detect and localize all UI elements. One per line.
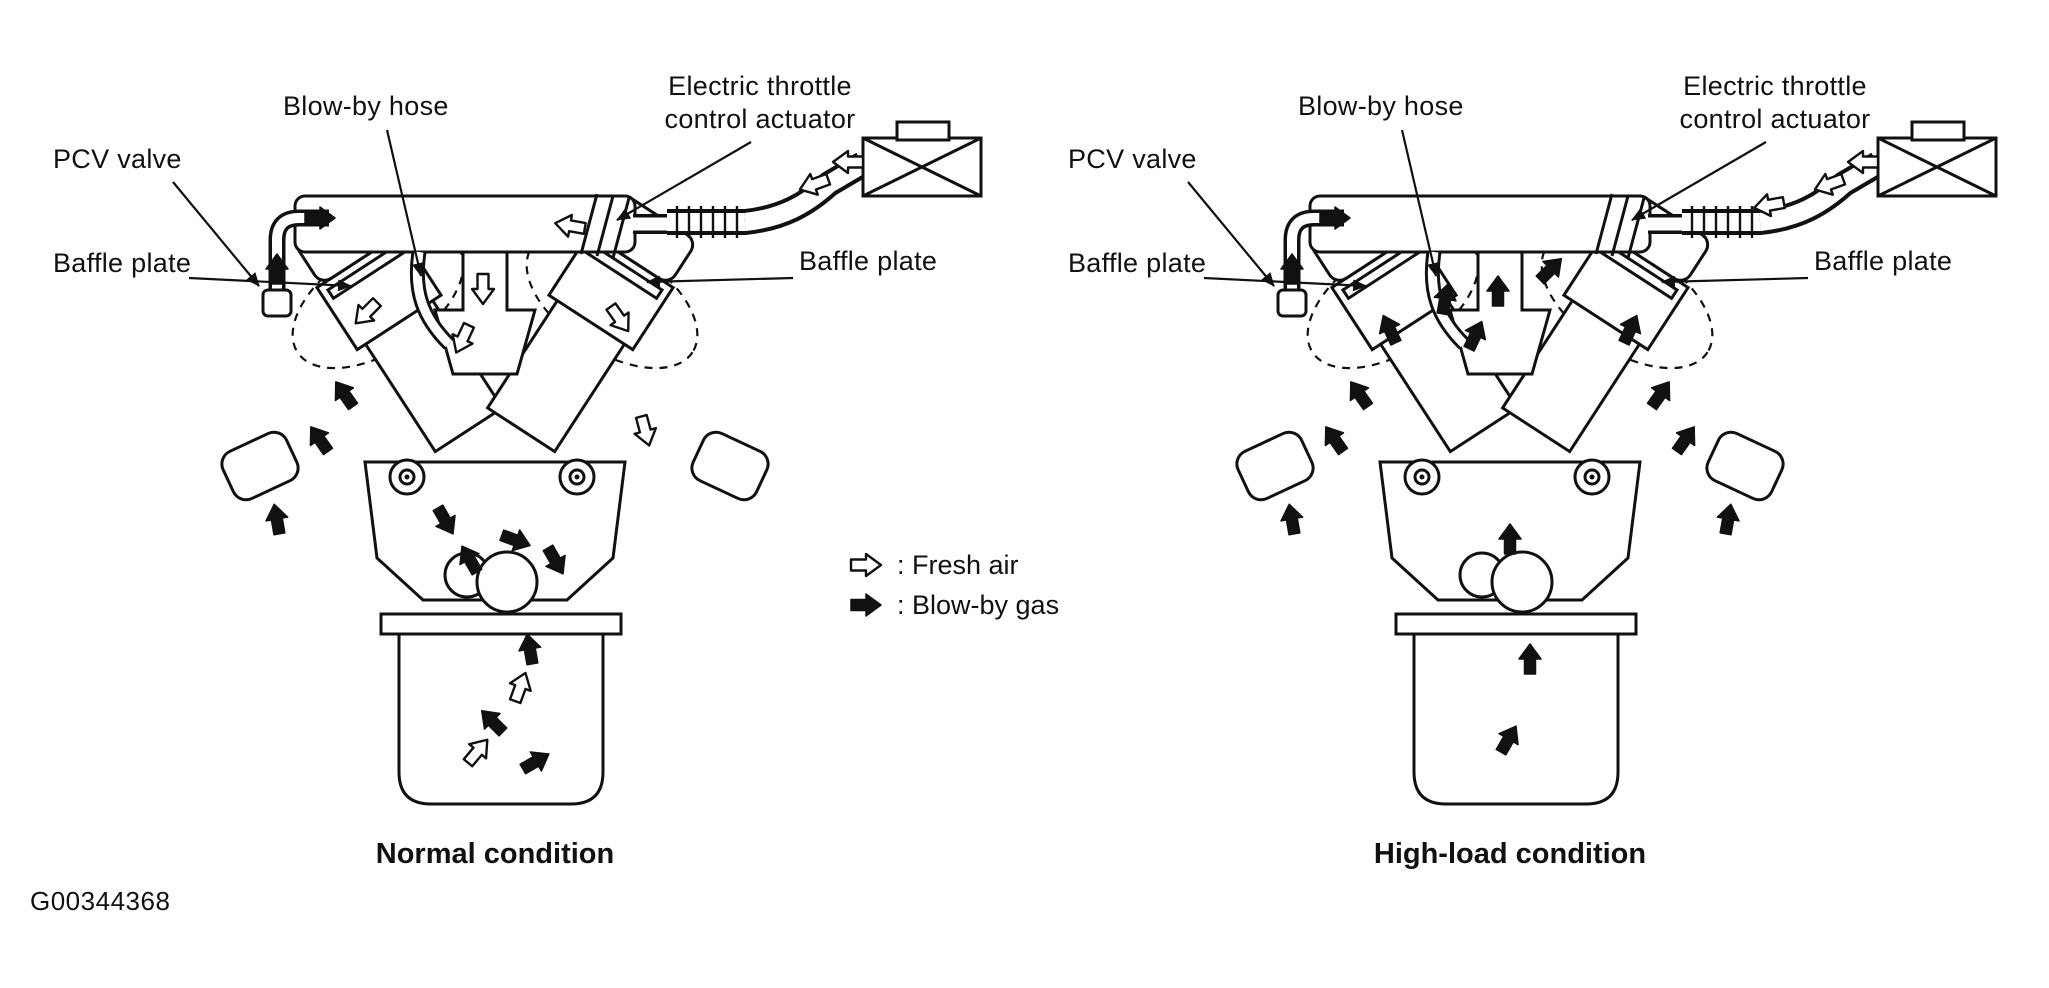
label-throttle-line1: Electric throttle xyxy=(1683,71,1867,101)
fresh-air-arrow-icon xyxy=(629,412,661,450)
leader-lines xyxy=(172,129,794,292)
blow-by-gas-arrow-icon xyxy=(1713,501,1743,537)
leader-blow-by-hose xyxy=(385,129,424,277)
legend: : Fresh air : Blow-by gas xyxy=(845,545,1059,625)
engine-cross-section xyxy=(1232,122,1996,804)
figure-id: G00344368 xyxy=(30,886,171,916)
label-pcv-valve: PCV valve xyxy=(1068,144,1197,174)
legend-row-blow-by-gas: : Blow-by gas xyxy=(845,585,1059,625)
blow-by-gas-arrow-icon xyxy=(326,374,363,414)
leader-lines xyxy=(1187,129,1809,292)
diagram-normal-condition: PCV valve Blow-by hose Electric throttle… xyxy=(15,0,1025,900)
leader-baffle-plate-left xyxy=(1203,276,1367,292)
label-throttle-line2: control actuator xyxy=(1680,104,1871,134)
label-baffle-plate-right: Baffle plate xyxy=(1814,246,1952,276)
fresh-air-arrow-icon xyxy=(849,552,883,578)
label-baffle-plate-right: Baffle plate xyxy=(799,246,937,276)
caption-high-load-condition: High-load condition xyxy=(1373,838,1647,870)
leader-throttle-actuator xyxy=(616,141,752,221)
label-baffle-plate-left: Baffle plate xyxy=(1068,248,1206,278)
blow-by-gas-arrow-icon xyxy=(850,593,882,617)
diagram-high-load-condition: PCV valve Blow-by hose Electric throttle… xyxy=(1030,0,2040,900)
label-blow-by-hose: Blow-by hose xyxy=(283,91,449,121)
label-throttle-line2: control actuator xyxy=(665,104,856,134)
legend-label-blow-by-gas: : Blow-by gas xyxy=(897,589,1060,620)
leader-blow-by-hose xyxy=(1400,129,1439,277)
engine-illustration-high-load: PCV valve Blow-by hose Electric throttle… xyxy=(1068,71,2030,900)
caption-normal-condition: Normal condition xyxy=(375,838,615,870)
label-blow-by-hose: Blow-by hose xyxy=(1298,91,1464,121)
blow-by-gas-arrow-icon xyxy=(1642,374,1679,414)
blow-by-gas-arrow-icon xyxy=(262,501,292,537)
legend-row-fresh-air: : Fresh air xyxy=(845,545,1059,585)
label-pcv-valve: PCV valve xyxy=(53,144,182,174)
label-baffle-plate-left: Baffle plate xyxy=(53,248,191,278)
label-throttle-line1: Electric throttle xyxy=(668,71,852,101)
blow-by-gas-arrow-icon xyxy=(1531,250,1570,289)
leader-baffle-plate-left xyxy=(188,276,352,292)
leader-baffle-plate-right xyxy=(1661,275,1809,288)
leader-pcv-valve xyxy=(1187,181,1275,287)
blow-by-gas-arrow-icon xyxy=(1277,501,1307,537)
blow-by-gas-arrow-icon xyxy=(1667,419,1704,459)
blow-by-gas-arrow-icon xyxy=(1341,374,1378,414)
engine-illustration-normal: PCV valve Blow-by hose Electric throttle… xyxy=(53,71,1015,900)
engine-cross-section xyxy=(217,122,981,804)
blow-by-gas-arrow-icon xyxy=(1316,419,1353,459)
blow-by-gas-arrow-icon xyxy=(301,419,338,459)
leader-baffle-plate-right xyxy=(646,275,794,288)
leader-throttle-actuator xyxy=(1631,141,1767,221)
leader-pcv-valve xyxy=(172,181,260,287)
legend-label-fresh-air: : Fresh air xyxy=(897,549,1019,580)
